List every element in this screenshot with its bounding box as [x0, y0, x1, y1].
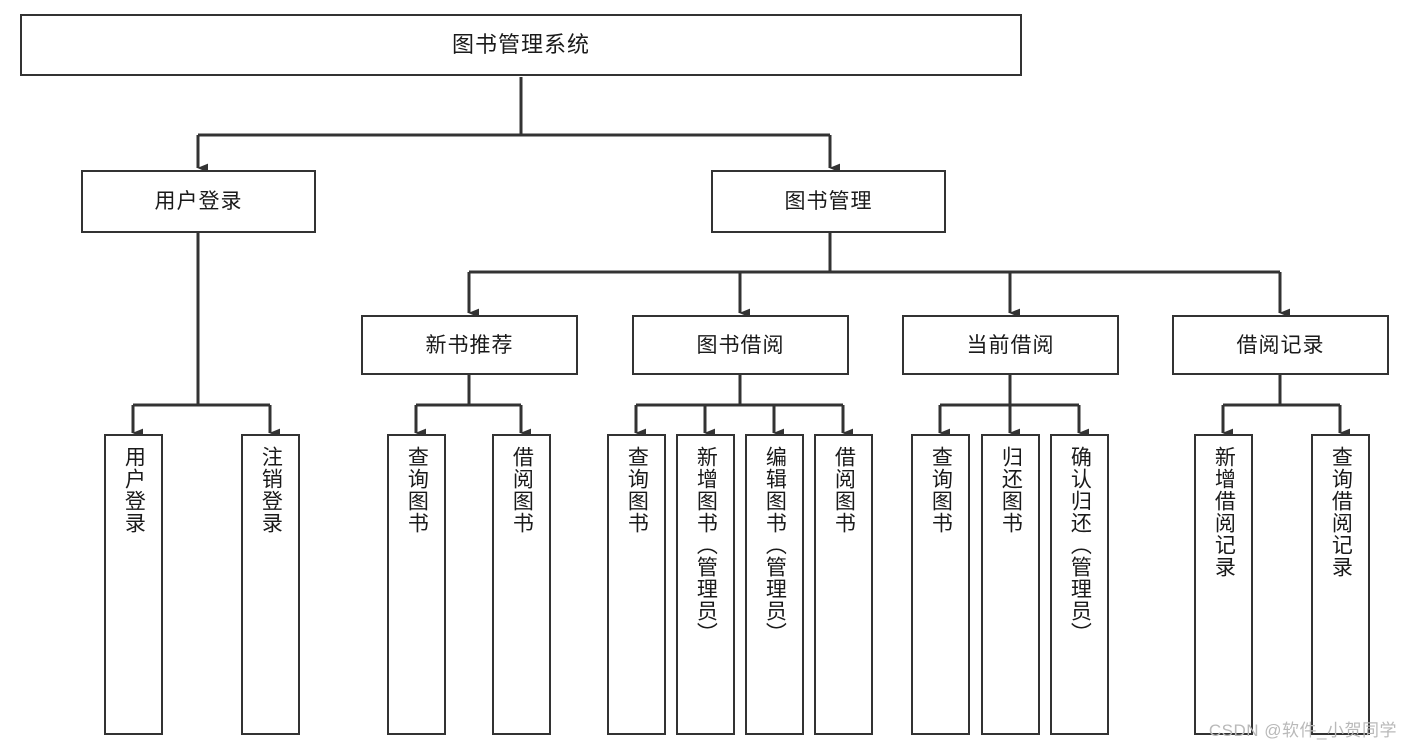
csdn-watermark: CSDN @软件_小贺同学 [1208, 721, 1397, 740]
leaf-book-borrow-query-books[interactable]: 查询图书 [607, 434, 666, 735]
leaf-user-login-login[interactable]: 用户登录 [104, 434, 163, 735]
leaf-borrow-record-add-record[interactable]: 新增借阅记录 [1194, 434, 1253, 735]
node-book-management-label: 图书管理 [784, 190, 873, 213]
node-user-login[interactable]: 用户登录 [81, 170, 316, 233]
leaf-current-borrow-return-books[interactable]: 归还图书 [981, 434, 1040, 735]
leaf-label: 新增借阅记录 [1212, 446, 1236, 578]
node-current-borrow-label: 当前借阅 [966, 333, 1055, 357]
leaf-book-borrow-add-book-admin[interactable]: 新增图书（管理员） [676, 434, 735, 735]
node-root-label: 图书管理系统 [451, 32, 590, 57]
node-book-borrow-label: 图书借阅 [696, 333, 785, 357]
leaf-book-borrow-borrow-books[interactable]: 借阅图书 [814, 434, 873, 735]
leaf-label: 借阅图书 [832, 446, 856, 534]
leaf-label: 借阅图书 [510, 446, 534, 534]
node-user-login-label: 用户登录 [154, 190, 243, 213]
leaf-borrow-record-query-record[interactable]: 查询借阅记录 [1311, 434, 1370, 735]
leaf-book-borrow-edit-book-admin[interactable]: 编辑图书（管理员） [745, 434, 804, 735]
leaf-label: 注销登录 [259, 446, 283, 534]
leaf-user-login-logout[interactable]: 注销登录 [241, 434, 300, 735]
leaf-label: 新增图书（管理员） [694, 446, 718, 644]
node-borrow-record-label: 借阅记录 [1236, 333, 1325, 357]
node-new-book-recommend[interactable]: 新书推荐 [361, 315, 578, 375]
leaf-current-borrow-query-books[interactable]: 查询图书 [911, 434, 970, 735]
node-borrow-record[interactable]: 借阅记录 [1172, 315, 1389, 375]
node-current-borrow[interactable]: 当前借阅 [902, 315, 1119, 375]
leaf-current-borrow-confirm-return-admin[interactable]: 确认归还（管理员） [1050, 434, 1109, 735]
node-new-book-recommend-label: 新书推荐 [425, 333, 514, 357]
leaf-new-book-borrow-books[interactable]: 借阅图书 [492, 434, 551, 735]
leaf-label: 查询图书 [625, 446, 649, 534]
leaf-new-book-query-books[interactable]: 查询图书 [387, 434, 446, 735]
node-book-borrow[interactable]: 图书借阅 [632, 315, 849, 375]
leaf-label: 查询借阅记录 [1329, 446, 1353, 578]
leaf-label: 编辑图书（管理员） [763, 446, 787, 644]
leaf-label: 确认归还（管理员） [1068, 446, 1092, 644]
leaf-label: 归还图书 [999, 446, 1023, 534]
leaf-label: 用户登录 [122, 446, 146, 534]
leaf-label: 查询图书 [929, 446, 953, 534]
node-book-management[interactable]: 图书管理 [711, 170, 946, 233]
leaf-label: 查询图书 [405, 446, 429, 534]
node-root-book-management-system[interactable]: 图书管理系统 [20, 14, 1022, 76]
